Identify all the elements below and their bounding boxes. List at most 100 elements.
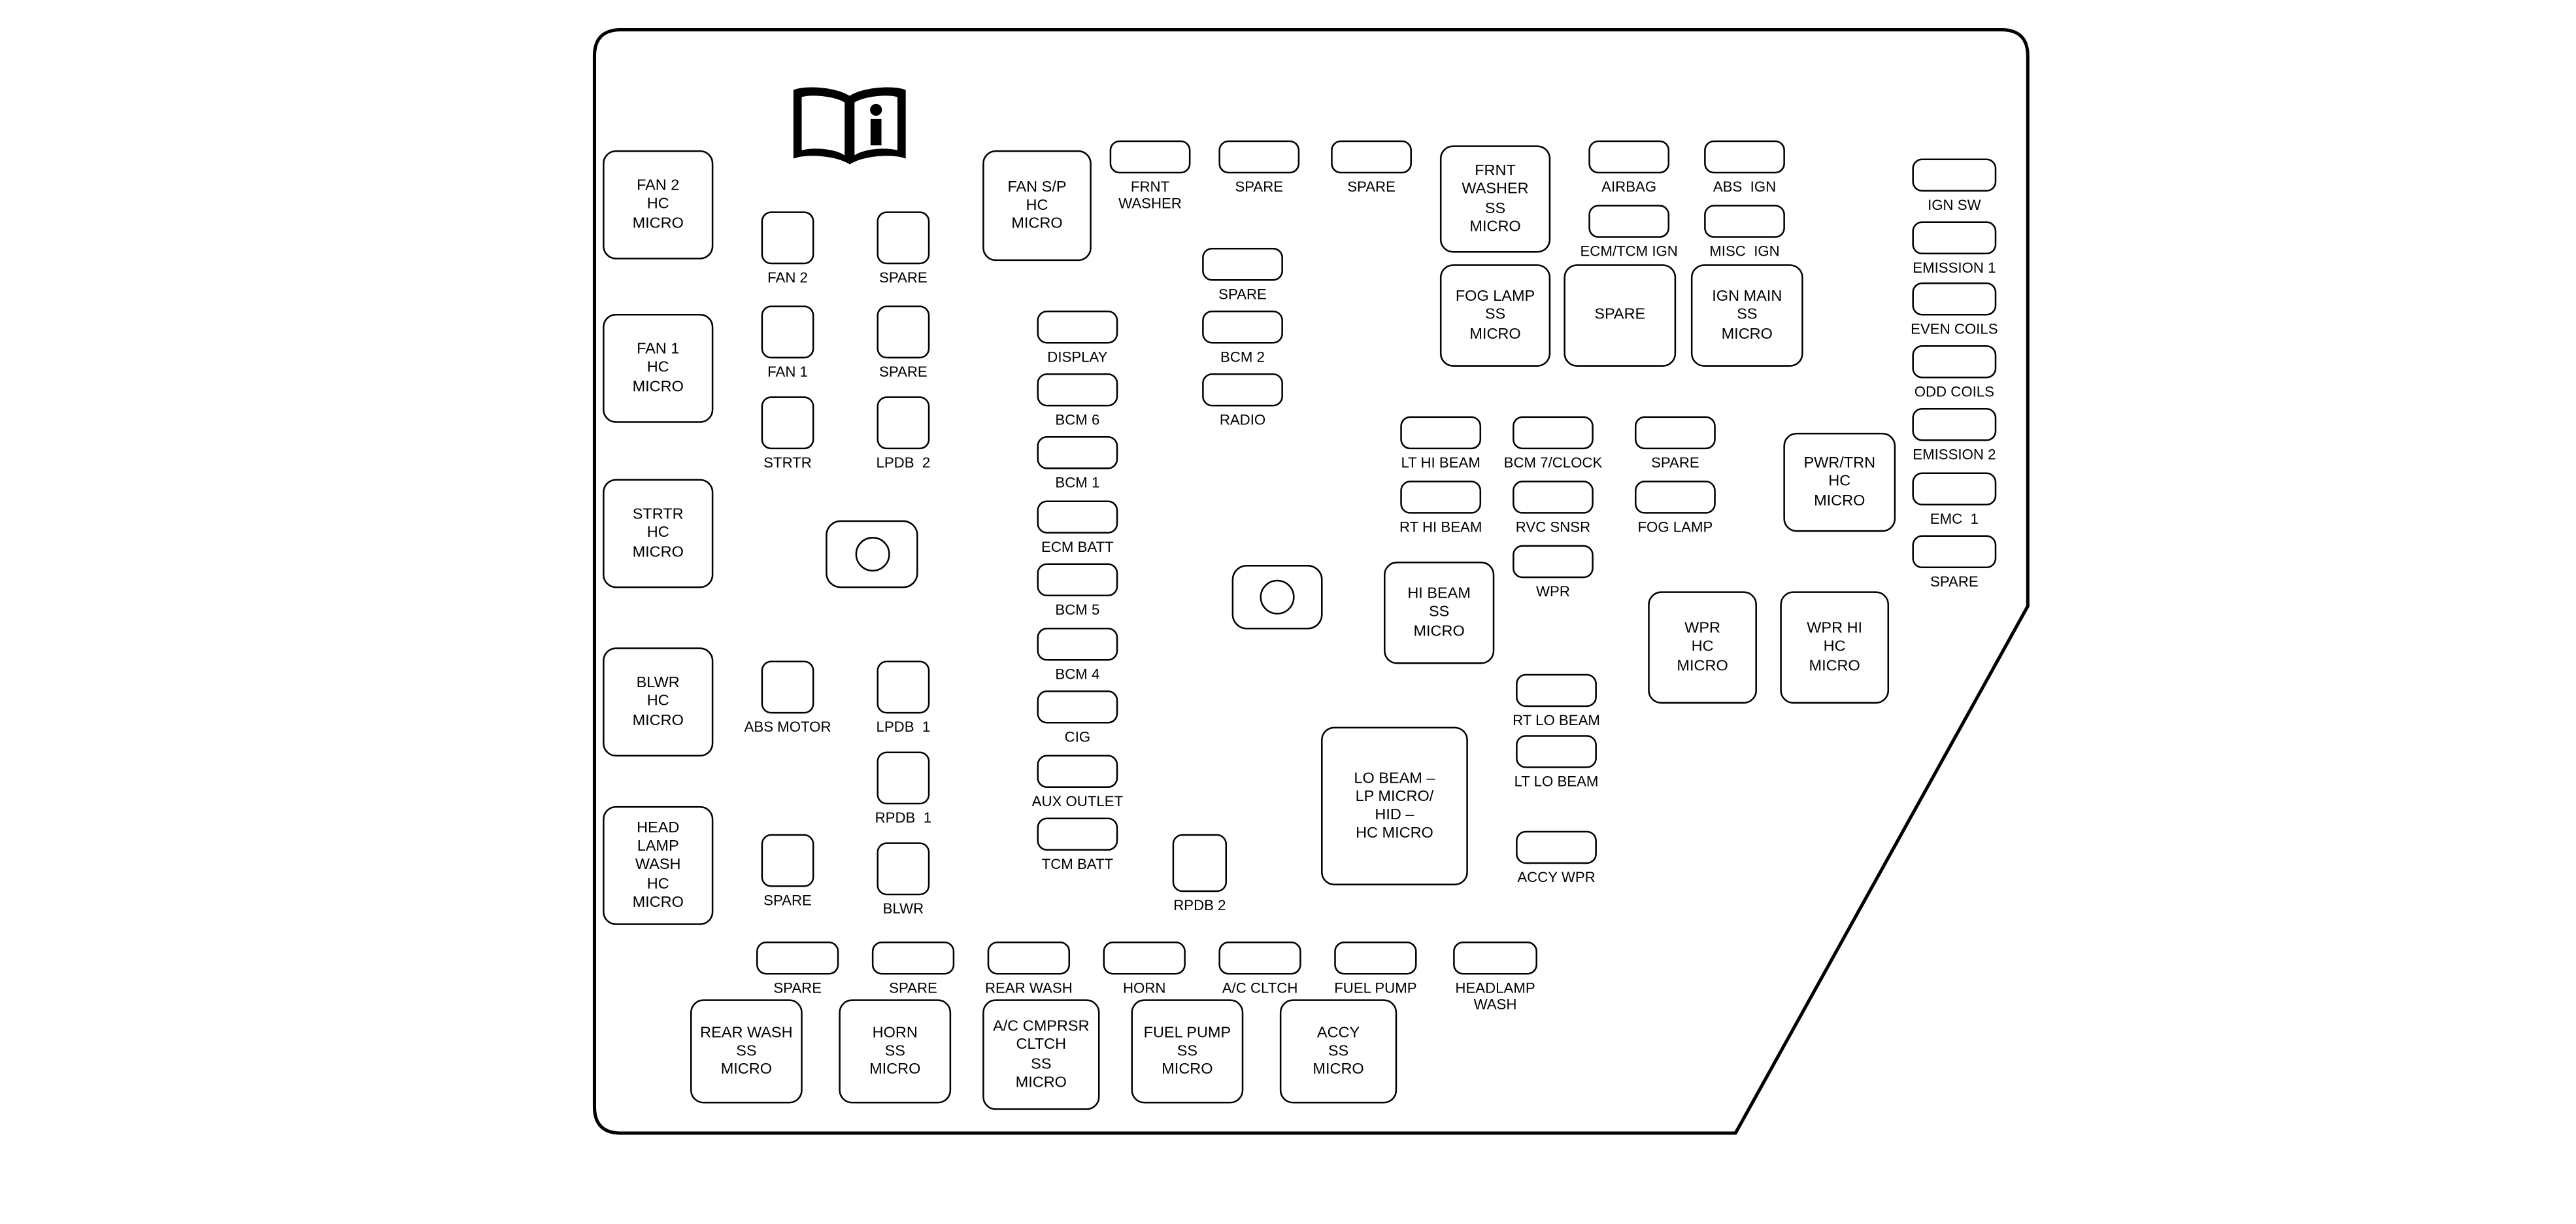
fuse-bcm7-clock: [1513, 416, 1594, 450]
fuse-emission2-label: EMISSION 2: [1913, 446, 1996, 463]
fuse-even-coils-label: EVEN COILS: [1911, 320, 1998, 337]
fuse-blwr-hc-micro-label: BLWR HC MICRO: [632, 674, 684, 728]
fuse-fuel-pump: [1334, 941, 1417, 975]
fuse-spare-sq2: [877, 211, 930, 265]
fuse-ign-main-ss-micro: IGN MAIN SS MICRO: [1690, 264, 1803, 367]
fuse-lpdb2: [877, 396, 930, 450]
fuse-airbag-label: AIRBAG: [1601, 178, 1657, 196]
fuse-airbag: [1588, 140, 1670, 174]
fuse-spare-sq3-label: SPARE: [879, 363, 928, 381]
fuse-hi-beam-ss-micro-label: HI BEAM SS MICRO: [1407, 585, 1471, 639]
fuse-abs-motor-label: ABS MOTOR: [744, 718, 831, 736]
fuse-box-outline-path: [592, 27, 2030, 1135]
fuse-fan-sp-hc-micro-label: FAN S/P HC MICRO: [1007, 178, 1067, 231]
fuse-fan1-hc-micro: FAN 1 HC MICRO: [603, 313, 714, 423]
fuse-tcm-batt: [1037, 817, 1118, 851]
fuse-misc-ign: [1704, 205, 1785, 238]
fuse-fuel-pump-label: FUEL PUMP: [1334, 979, 1417, 996]
fuse-lt-hi-beam: [1400, 416, 1482, 450]
fuse-rt-lo-beam: [1516, 673, 1597, 707]
fuse-rt-hi-beam-label: RT HI BEAM: [1399, 518, 1482, 536]
fuse-bcm1-label: BCM 1: [1055, 474, 1100, 491]
fuse-spare-top2: [1331, 140, 1412, 174]
fuse-rt-hi-beam: [1400, 481, 1482, 514]
fuse-spare-sq3: [877, 305, 930, 359]
fuse-ign-main-ss-micro-label: IGN MAIN SS MICRO: [1712, 288, 1782, 341]
fuse-lt-lo-beam: [1516, 735, 1597, 768]
fuse-spare-mid-label: SPARE: [1218, 286, 1267, 303]
bolt-left: [826, 520, 918, 588]
fuse-rear-wash-ss-micro-label: REAR WASH SS MICRO: [700, 1023, 793, 1078]
fuse-ign-sw: [1912, 158, 1997, 192]
fuse-ac-cmprsr-cltch-ss-micro: A/C CMPRSR CLTCH SS MICRO: [982, 999, 1100, 1110]
fuse-radio: [1202, 373, 1283, 407]
fuse-odd-coils-label: ODD COILS: [1914, 383, 1994, 400]
fuse-fan1-sq-label: FAN 1: [767, 363, 808, 381]
fuse-ecm-batt: [1037, 500, 1118, 534]
fuse-abs-motor: [761, 660, 814, 714]
fuse-rvc-snsr-label: RVC SNSR: [1515, 518, 1591, 536]
fuse-fan1-hc-micro-label: FAN 1 HC MICRO: [632, 341, 684, 394]
fuse-lpdb1: [877, 660, 930, 714]
fuse-frnt-washer-ss-micro: FRNT WASHER SS MICRO: [1439, 145, 1551, 253]
fuse-spare-top1: [1218, 140, 1300, 174]
fuse-accy-ss-micro-label: ACCY SS MICRO: [1313, 1023, 1364, 1078]
fuse-blwr-sq: [877, 842, 930, 896]
fuse-head-lamp-wash-hc-micro: HEAD LAMP WASH HC MICRO: [603, 806, 714, 925]
fuse-bcm5: [1037, 563, 1118, 596]
fuse-frnt-washer-ss-micro-label: FRNT WASHER SS MICRO: [1462, 162, 1529, 234]
fuse-spare-sq2-label: SPARE: [879, 269, 928, 286]
fuse-bcm5-label: BCM 5: [1055, 601, 1100, 618]
fuse-rear-wash: [987, 941, 1071, 975]
owners-manual-book-icon: [793, 87, 906, 165]
fuse-lpdb1-label: LPDB 1: [876, 718, 931, 736]
fuse-head-lamp-wash-hc-micro-label: HEAD LAMP WASH HC MICRO: [632, 819, 684, 910]
fuse-bcm2-label: BCM 2: [1220, 348, 1265, 366]
fuse-spare-beam: [1635, 416, 1716, 450]
fuse-spare-beam-label: SPARE: [1651, 454, 1699, 471]
fuse-fog-lamp-ss-micro-label: FOG LAMP SS MICRO: [1455, 288, 1535, 341]
fuse-aux-outlet: [1037, 755, 1118, 789]
fuse-cig-label: CIG: [1064, 728, 1091, 745]
fuse-lt-lo-beam-label: LT LO BEAM: [1514, 773, 1599, 790]
fuse-odd-coils: [1912, 345, 1997, 379]
fuse-emc1-label: EMC 1: [1930, 510, 1979, 527]
fuse-strtr-sq-label: STRTR: [763, 454, 812, 471]
fuse-spare-sq1-label: SPARE: [763, 892, 812, 909]
fuse-spare-b1-label: SPARE: [773, 979, 822, 996]
fuse-bcm7-clock-label: BCM 7/CLOCK: [1503, 454, 1603, 471]
fuse-strtr-hc-micro: STRTR HC MICRO: [603, 479, 714, 588]
fuse-rt-lo-beam-label: RT LO BEAM: [1513, 711, 1600, 729]
fuse-misc-ign-label: MISC IGN: [1709, 243, 1780, 260]
fuse-horn-ss-micro: HORN SS MICRO: [839, 999, 952, 1104]
fuse-display-label: DISPLAY: [1047, 348, 1108, 366]
fuse-spare-mid: [1202, 247, 1283, 281]
fuse-tcm-batt-label: TCM BATT: [1041, 855, 1114, 872]
fuse-lpdb2-label: LPDB 2: [876, 454, 931, 471]
fuse-radio-label: RADIO: [1219, 411, 1266, 428]
fuse-lo-beam-lp-micro-hid-label: LO BEAM – LP MICRO/ HID – HC MICRO: [1354, 769, 1435, 842]
fuse-bcm6-label: BCM 6: [1055, 411, 1100, 428]
fuse-spare-right: [1912, 535, 1997, 569]
fuse-rvc-snsr: [1513, 481, 1594, 514]
fuse-spare-b1: [756, 941, 839, 975]
fuse-strtr-sq: [761, 396, 814, 450]
fuse-fuel-pump-ss-micro: FUEL PUMP SS MICRO: [1131, 999, 1244, 1104]
fuse-blwr-sq-label: BLWR: [882, 900, 924, 917]
fuse-spare-sq1: [761, 834, 814, 887]
bolt-right-circle: [1260, 579, 1295, 615]
fuse-spare-big-label: SPARE: [1594, 306, 1646, 323]
fuse-wpr: [1513, 545, 1594, 579]
fuse-lt-hi-beam-label: LT HI BEAM: [1401, 454, 1480, 471]
fuse-accy-ss-micro: ACCY SS MICRO: [1279, 999, 1397, 1104]
fuse-fuel-pump-ss-micro-label: FUEL PUMP SS MICRO: [1143, 1023, 1231, 1078]
fuse-rear-wash-ss-micro: REAR WASH SS MICRO: [690, 999, 803, 1104]
fuse-rpdb2-label: RPDB 2: [1173, 896, 1226, 914]
bolt-right: [1231, 564, 1323, 630]
fuse-rear-wash-label: REAR WASH: [984, 979, 1073, 996]
fuse-fog-lamp-label: FOG LAMP: [1637, 518, 1713, 536]
fuse-fan2-hc-micro: FAN 2 HC MICRO: [603, 150, 714, 260]
fuse-cig: [1037, 690, 1118, 724]
fuse-emc1: [1912, 472, 1997, 506]
